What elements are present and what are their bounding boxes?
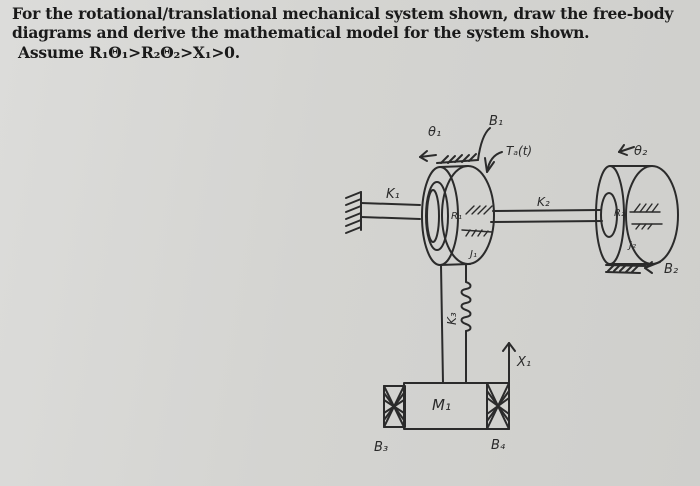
bearing-b1: [436, 127, 491, 164]
label-j2: J₂: [627, 240, 636, 251]
label-theta1: θ₁: [428, 125, 441, 140]
label-j1: J₁: [468, 249, 477, 260]
inner-damping-j1: [461, 205, 493, 237]
theta2-arrow: [618, 144, 635, 156]
label-r1: R₁: [451, 211, 462, 222]
x1-arrow: [502, 342, 516, 383]
label-b4: B₄: [491, 438, 506, 453]
damper-b3: [383, 385, 406, 428]
label-torque: Tₐ(t): [506, 144, 532, 158]
left-wall: [345, 191, 362, 234]
theta1-arrow: [419, 150, 437, 162]
damper-b4: [486, 382, 510, 430]
inner-damping-j2: [629, 203, 663, 230]
label-b3: B₃: [374, 440, 388, 455]
shaft-k2: [490, 209, 603, 223]
label-b1: B₁: [489, 114, 503, 129]
label-m1: M₁: [432, 396, 451, 414]
problem-statement-line-1: For the rotational/translational mechani…: [12, 4, 674, 23]
label-r2: R₂: [614, 208, 625, 219]
label-k2: K₂: [537, 195, 550, 209]
shaft-k1: [360, 202, 421, 220]
problem-statement-line-2: diagrams and derive the mathematical mod…: [12, 23, 590, 42]
diagram-labels: θ₁ B₁ Tₐ(t) θ₂ K₁ K₂ R₁ R₂ J₁ J₂ B₂ K₃ X…: [374, 114, 678, 455]
problem-statement-line-3: Assume R₁Θ₁>R₂Θ₂>X₁>0.: [18, 43, 240, 62]
torque-arrow: [484, 151, 503, 173]
spring-k3: [440, 263, 472, 384]
label-x1: X₁: [516, 355, 531, 370]
label-k1: K₁: [386, 187, 400, 202]
label-k3: K₃: [445, 312, 459, 325]
disk-j2: [595, 165, 679, 265]
label-theta2: θ₂: [634, 144, 647, 159]
label-b2: B₂: [664, 262, 678, 277]
bearing-b2: [605, 261, 661, 274]
